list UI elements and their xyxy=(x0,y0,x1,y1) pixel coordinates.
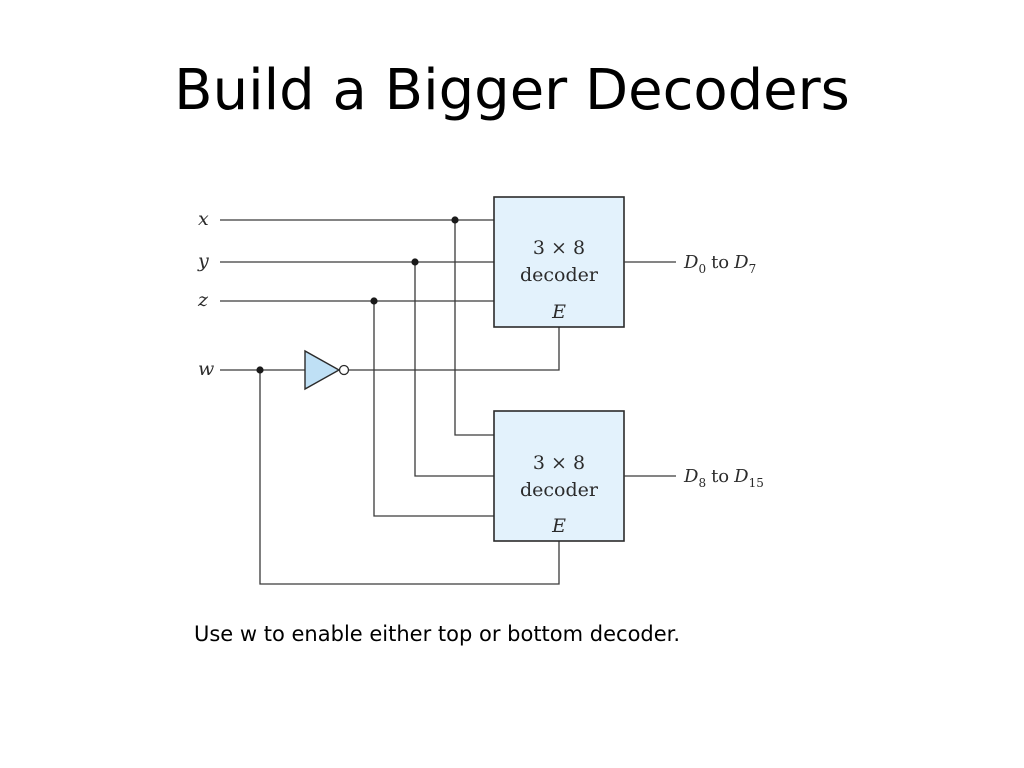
input-label-w: w xyxy=(198,358,214,380)
bottom-decoder-size-label: 3 × 8 xyxy=(533,452,585,474)
top-output-d-end: D xyxy=(733,252,749,273)
top-output-end-sub: 7 xyxy=(749,262,757,276)
input-label-x: x xyxy=(198,208,209,230)
junction-dot-y xyxy=(411,258,419,266)
wire-x-branch xyxy=(454,220,494,436)
slide-caption: Use w to enable either top or bottom dec… xyxy=(194,622,681,646)
bottom-output-d-start: D xyxy=(683,466,699,487)
wire-w-inverted-to-top-enable xyxy=(349,327,560,371)
inverter-bubble xyxy=(338,364,350,376)
top-decoder-size-label: 3 × 8 xyxy=(533,237,585,259)
top-decoder-name-label: decoder xyxy=(520,264,599,286)
top-decoder-enable-label: E xyxy=(551,301,566,323)
bottom-decoder-box xyxy=(493,410,625,542)
wire-w-to-bottom-enable xyxy=(259,370,560,585)
top-output-to: to xyxy=(711,252,729,273)
bottom-decoder-name-label: decoder xyxy=(520,479,599,501)
bottom-decoder-enable-label: E xyxy=(551,515,566,537)
wire-z-branch xyxy=(373,301,494,517)
junction-dot-w xyxy=(256,366,264,374)
input-label-z: z xyxy=(197,289,209,311)
inverter-gate xyxy=(304,349,341,391)
wire-y-branch xyxy=(414,262,494,477)
bottom-output-end-sub: 15 xyxy=(749,476,764,490)
junction-dot-z xyxy=(370,297,378,305)
slide-title: Build a Bigger Decoders xyxy=(174,58,850,123)
top-output-start-sub: 0 xyxy=(698,262,706,276)
junction-dot-x xyxy=(451,216,459,224)
bottom-output-to: to xyxy=(711,466,729,487)
input-label-y: y xyxy=(197,250,209,272)
bottom-output-d-end: D xyxy=(733,466,749,487)
top-output-d-start: D xyxy=(683,252,699,273)
bottom-output-start-sub: 8 xyxy=(698,476,706,490)
